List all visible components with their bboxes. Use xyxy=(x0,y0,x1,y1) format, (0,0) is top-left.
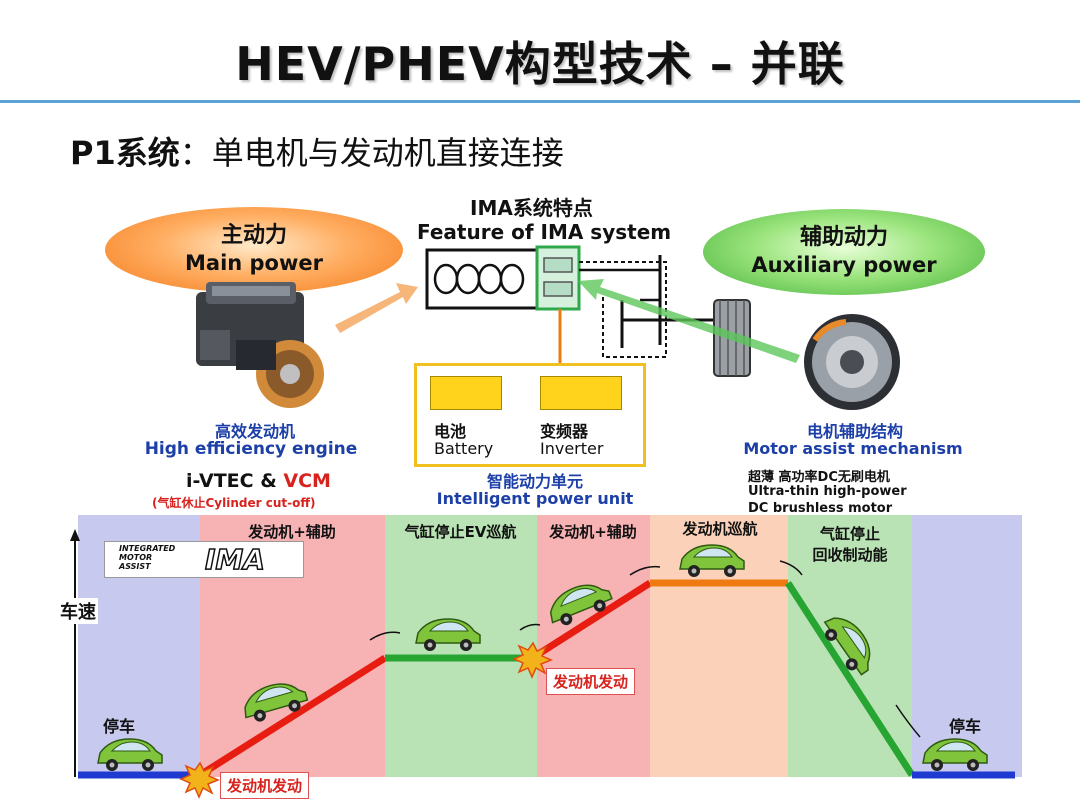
engine-tech-vcm: VCM xyxy=(283,470,331,492)
ima-logo-line3: ASSIST xyxy=(119,562,151,571)
ipu-label-cn: 智能动力单元 xyxy=(486,472,583,491)
battery-label-en: Battery xyxy=(434,439,494,458)
ipu-label-en: Intelligent power unit xyxy=(436,489,634,508)
engine-label-cn: 高效发动机 xyxy=(214,422,295,441)
subtitle-rest: ：单电机与发动机直接连接 xyxy=(179,134,564,172)
transition-arrow xyxy=(629,565,661,576)
motor-label-cn: 电机辅助结构 xyxy=(806,422,903,441)
motor-desc-3: DC brushless motor xyxy=(748,501,893,516)
motor-photo-icon xyxy=(804,314,900,410)
ima-schematic xyxy=(196,245,900,410)
car-icon xyxy=(244,683,309,722)
aux-power-en: Auxiliary power xyxy=(751,253,937,277)
regen-line xyxy=(785,581,915,777)
subtitle-bold: P1系统 xyxy=(70,134,180,172)
aux-power-oval: 辅助动力 Auxiliary power xyxy=(703,209,985,295)
car-icon xyxy=(415,618,481,651)
y-axis-arrow-icon xyxy=(70,529,80,541)
stop-label-left: 停车 xyxy=(103,717,136,736)
car-icon xyxy=(97,738,163,771)
subtitle: P1系统：单电机与发动机直接连接 xyxy=(70,128,564,174)
accel-line-2 xyxy=(535,580,652,658)
engine-tech: i-VTEC & VCM xyxy=(186,470,331,492)
phase-label-4: 发动机巡航 xyxy=(682,520,758,538)
car-icon xyxy=(823,617,871,676)
engine-tech-ivtec: i-VTEC & xyxy=(186,470,284,492)
main-power-cn: 主动力 xyxy=(220,223,287,248)
main-power-oval: 主动力 Main power xyxy=(105,207,403,293)
transition-arrow xyxy=(369,631,401,641)
transmission-icon xyxy=(579,255,715,358)
battery-icon xyxy=(430,376,502,410)
engine-start-burst-icon xyxy=(179,761,220,799)
ima-logo-line2: MOTOR xyxy=(119,553,153,562)
phase-label-2: 气缸停止EV巡航 xyxy=(404,523,517,541)
engine-photo-icon xyxy=(196,282,324,408)
transition-arrow xyxy=(895,704,921,738)
battery-label-cn: 电池 xyxy=(434,422,467,441)
title-divider xyxy=(0,100,1080,103)
aux-power-arrow-icon xyxy=(578,279,800,363)
accel-line-1 xyxy=(198,655,387,778)
speed-profile-diagram xyxy=(70,515,1022,799)
engine-start-burst-icon xyxy=(512,641,553,679)
engine-start-label-1: 发动机发动 xyxy=(220,772,310,799)
phase-label-1: 发动机+辅助 xyxy=(248,523,336,541)
stop-label-right: 停车 xyxy=(949,717,982,736)
ima-logo-line1: INTEGRATED xyxy=(119,544,176,553)
inverter-icon xyxy=(540,376,622,410)
phase-band xyxy=(912,515,1022,777)
ima-logo-big: IMA xyxy=(204,542,265,577)
main-power-arrow-icon xyxy=(335,283,418,333)
engine-label-en: High efficiency engine xyxy=(144,439,358,459)
engine-note: (气缸休止Cylinder cut-off) xyxy=(152,496,316,510)
engine-start-label-2: 发动机发动 xyxy=(546,668,636,695)
motor-label-en: Motor assist mechanism xyxy=(743,439,963,458)
ima-header-en: Feature of IMA system xyxy=(417,220,672,244)
ima-logo: INTEGRATED MOTOR ASSIST IMA xyxy=(104,541,304,578)
car-icon xyxy=(549,584,613,626)
main-power-en: Main power xyxy=(185,251,323,275)
motor-icon xyxy=(535,245,581,311)
aux-power-cn: 辅助动力 xyxy=(799,225,888,250)
engine-block-icon xyxy=(425,248,539,310)
car-icon xyxy=(679,544,745,577)
motor-desc-1: 超薄 高功率DC无刷电机 xyxy=(748,470,890,485)
inverter-label-cn: 变频器 xyxy=(540,422,589,441)
ima-logo-small: INTEGRATED MOTOR ASSIST xyxy=(119,544,175,571)
transition-arrow xyxy=(779,560,803,576)
car-icon xyxy=(922,738,988,771)
transition-arrow xyxy=(519,623,541,631)
motor-desc-2: Ultra-thin high-power xyxy=(748,484,907,499)
phase-label-5: 气缸停止 回收制动能 xyxy=(812,525,888,564)
ima-header-cn: IMA系统特点 xyxy=(470,196,593,220)
page-title: HEV/PHEV构型技术 – 并联 xyxy=(235,37,845,91)
phase-label-3: 发动机+辅助 xyxy=(549,523,637,541)
inverter-label-en: Inverter xyxy=(540,439,604,458)
speed-axis-label: 车速 xyxy=(58,598,98,624)
